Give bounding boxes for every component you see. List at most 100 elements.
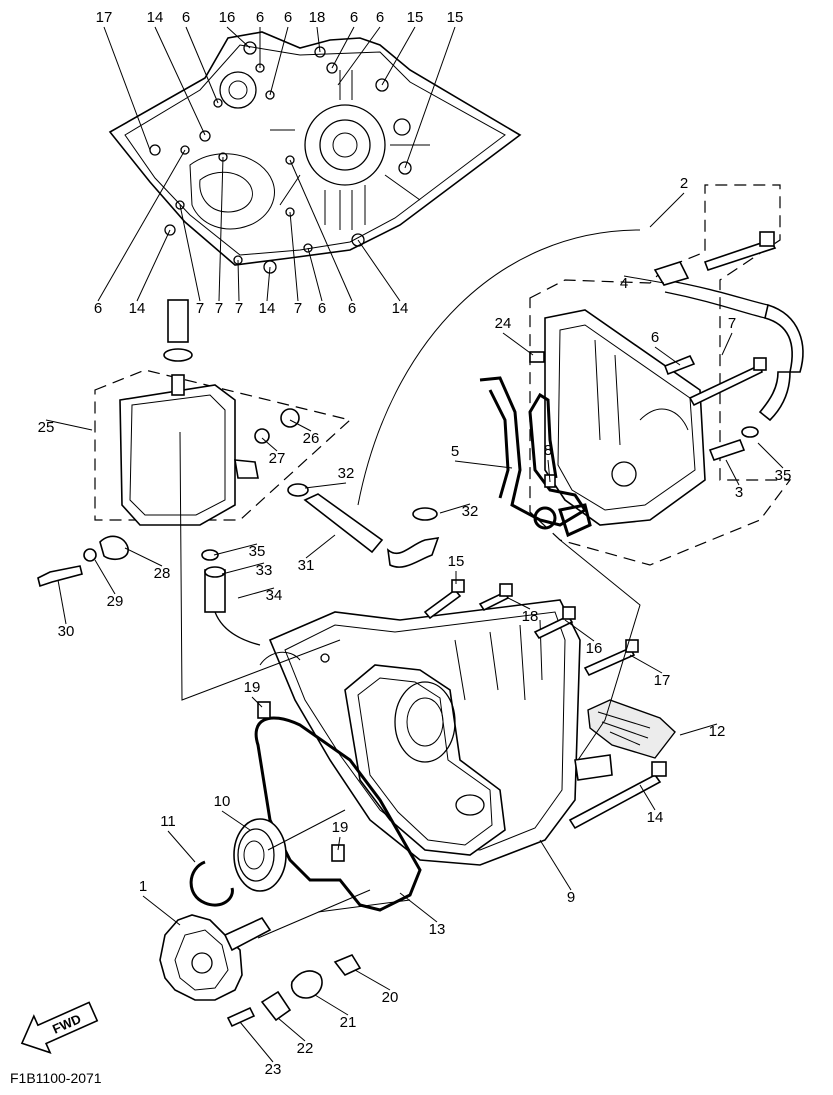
callout-leader-19	[251, 696, 263, 708]
callout-leader-29	[94, 559, 116, 595]
callout-leader-7	[218, 156, 224, 302]
callout-number-10: 10	[214, 793, 231, 810]
hoses	[201, 279, 804, 646]
callout-number-33: 33	[256, 562, 273, 579]
callout-leader-14	[136, 229, 171, 302]
callout-number-17: 17	[96, 9, 113, 26]
callout-leader-6	[331, 26, 355, 69]
callout-leader-21	[314, 994, 349, 1016]
callout-leader-15	[404, 26, 456, 169]
callout-number-7: 7	[728, 315, 736, 332]
callout-leader-4	[623, 275, 665, 284]
callout-number-5: 5	[451, 443, 459, 460]
callout-leader-14	[357, 239, 401, 302]
callout-leader-28	[124, 547, 163, 567]
callout-leader-14	[154, 26, 206, 136]
callout-number-35: 35	[775, 467, 792, 484]
callout-number-32: 32	[338, 465, 355, 482]
callout-leader-32	[304, 482, 347, 489]
callout-number-16: 16	[586, 640, 603, 657]
callout-leader-17	[103, 26, 151, 151]
callout-leader-6	[269, 26, 289, 96]
callout-leader-3	[725, 459, 740, 486]
callout-leader-33	[221, 562, 265, 575]
callout-number-26: 26	[303, 430, 320, 447]
callout-number-28: 28	[154, 565, 171, 582]
callout-number-15: 15	[448, 553, 465, 570]
callout-number-6: 6	[182, 9, 190, 26]
callout-leader-5	[454, 460, 513, 469]
callout-leader-7	[289, 211, 299, 302]
callout-number-25: 25	[38, 419, 55, 436]
callout-number-8: 8	[544, 442, 552, 459]
callout-leader-6	[337, 26, 381, 86]
callout-leader-2	[649, 192, 685, 228]
callout-number-34: 34	[266, 587, 283, 604]
callout-leader-1	[142, 895, 181, 926]
callout-number-1: 1	[139, 878, 147, 895]
callout-number-12: 12	[709, 723, 726, 740]
callout-number-7: 7	[235, 300, 243, 317]
callout-leader-11	[167, 830, 196, 863]
callout-number-29: 29	[107, 593, 124, 610]
callout-number-6: 6	[350, 9, 358, 26]
callout-leader-34	[237, 587, 275, 599]
callout-leader-24	[502, 332, 534, 356]
callout-number-14: 14	[259, 300, 276, 317]
callout-number-30: 30	[58, 623, 75, 640]
callout-number-16: 16	[219, 9, 236, 26]
callout-leader-7	[237, 259, 240, 302]
callout-leader-35	[213, 543, 258, 556]
callout-number-6: 6	[284, 9, 292, 26]
callout-number-11: 11	[160, 813, 176, 830]
callout-leader-20	[354, 969, 391, 991]
callout-leader-30	[57, 579, 67, 625]
callout-number-3: 3	[735, 484, 743, 501]
oil-tank-assembly	[37, 299, 352, 588]
oil-strainer	[587, 699, 676, 759]
callout-leader-31	[305, 534, 336, 559]
forward-arrow-icon: FWD	[20, 1001, 99, 1054]
callout-number-13: 13	[429, 921, 446, 938]
callout-number-15: 15	[447, 9, 464, 26]
callout-number-7: 7	[215, 300, 223, 317]
callout-number-35: 35	[249, 543, 266, 560]
callout-leader-14	[266, 266, 271, 302]
callout-number-24: 24	[495, 315, 512, 332]
callout-leader-17	[629, 654, 663, 674]
callout-leader-9	[539, 839, 572, 891]
callout-leader-6	[654, 346, 681, 366]
callout-number-6: 6	[256, 9, 264, 26]
callout-number-4: 4	[620, 275, 628, 292]
callout-leader-18	[316, 26, 321, 53]
callout-leader-6	[289, 159, 353, 302]
callout-leader-6	[97, 149, 186, 302]
callout-leader-8	[547, 459, 551, 483]
callout-leader-35	[757, 442, 784, 469]
callout-number-32: 32	[462, 503, 479, 520]
crankcase-cover-top-view	[108, 31, 522, 274]
callout-leader-7	[721, 332, 733, 356]
callout-number-14: 14	[647, 809, 664, 826]
callout-leader-10	[221, 810, 251, 831]
callout-number-17: 17	[654, 672, 671, 689]
callout-number-7: 7	[294, 300, 302, 317]
callout-number-23: 23	[265, 1061, 282, 1078]
callout-leader-25	[45, 419, 93, 431]
callout-number-2: 2	[680, 175, 688, 192]
crankcase-lower	[254, 599, 613, 912]
callout-leader-26	[289, 419, 312, 432]
callout-number-6: 6	[376, 9, 384, 26]
callout-number-7: 7	[196, 300, 204, 317]
callout-number-19: 19	[244, 679, 261, 696]
callout-number-22: 22	[297, 1040, 314, 1057]
callout-number-20: 20	[382, 989, 399, 1006]
callout-leader-16	[226, 26, 251, 49]
callout-number-14: 14	[392, 300, 409, 317]
callout-number-15: 15	[407, 9, 424, 26]
callout-number-6: 6	[348, 300, 356, 317]
callout-leader-6	[185, 26, 219, 104]
callout-leader-7	[179, 204, 201, 302]
